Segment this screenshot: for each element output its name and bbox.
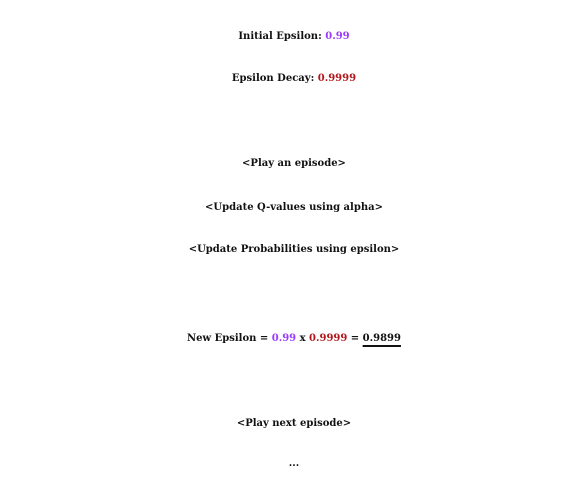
epsilon-decay-value: 0.9999 bbox=[317, 73, 357, 84]
update-probabilities-step: <Update Probabilities using epsilon> bbox=[188, 244, 400, 255]
equals-operator: = bbox=[347, 333, 363, 344]
initial-epsilon-value: 0.99 bbox=[325, 31, 350, 42]
initial-epsilon-line: Initial Epsilon: 0.99 bbox=[0, 20, 588, 54]
new-epsilon-factor-a: 0.99 bbox=[271, 333, 297, 344]
new-epsilon-factor-b: 0.9999 bbox=[309, 333, 348, 344]
new-epsilon-result: 0.9899 bbox=[362, 333, 401, 344]
new-epsilon-label: New Epsilon = bbox=[187, 333, 272, 344]
epsilon-decay-line: Epsilon Decay: 0.9999 bbox=[0, 62, 588, 96]
ellipsis: ... bbox=[288, 458, 300, 469]
epsilon-decay-label: Epsilon Decay: bbox=[231, 73, 318, 84]
initial-epsilon-label: Initial Epsilon: bbox=[238, 31, 326, 42]
times-operator: x bbox=[296, 333, 310, 344]
new-epsilon-equation: New Epsilon = 0.99 x 0.9999 = 0.9899 bbox=[0, 322, 588, 356]
update-q-values-step: <Update Q-values using alpha> bbox=[205, 202, 383, 213]
play-next-episode-step: <Play next episode> bbox=[236, 418, 352, 429]
play-episode-step: <Play an episode> bbox=[242, 158, 346, 169]
